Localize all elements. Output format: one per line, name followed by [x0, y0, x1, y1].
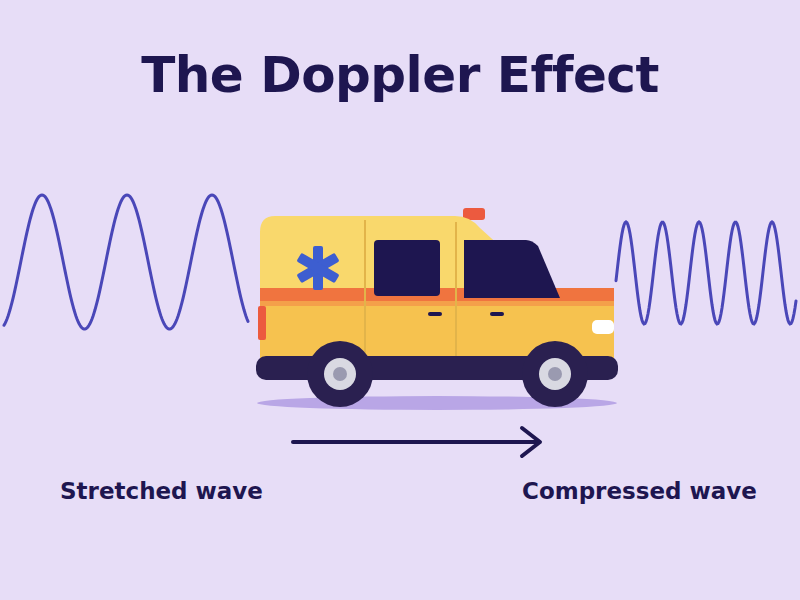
compressed-wave	[616, 222, 796, 324]
stretched-wave	[4, 195, 248, 329]
wave-label: Compressed wave	[522, 478, 757, 504]
wave-label: Stretched wave	[60, 478, 263, 504]
diagram-title: The Doppler Effect	[0, 46, 800, 104]
motion-arrow	[293, 428, 540, 456]
ambulance-illustration	[256, 208, 618, 410]
